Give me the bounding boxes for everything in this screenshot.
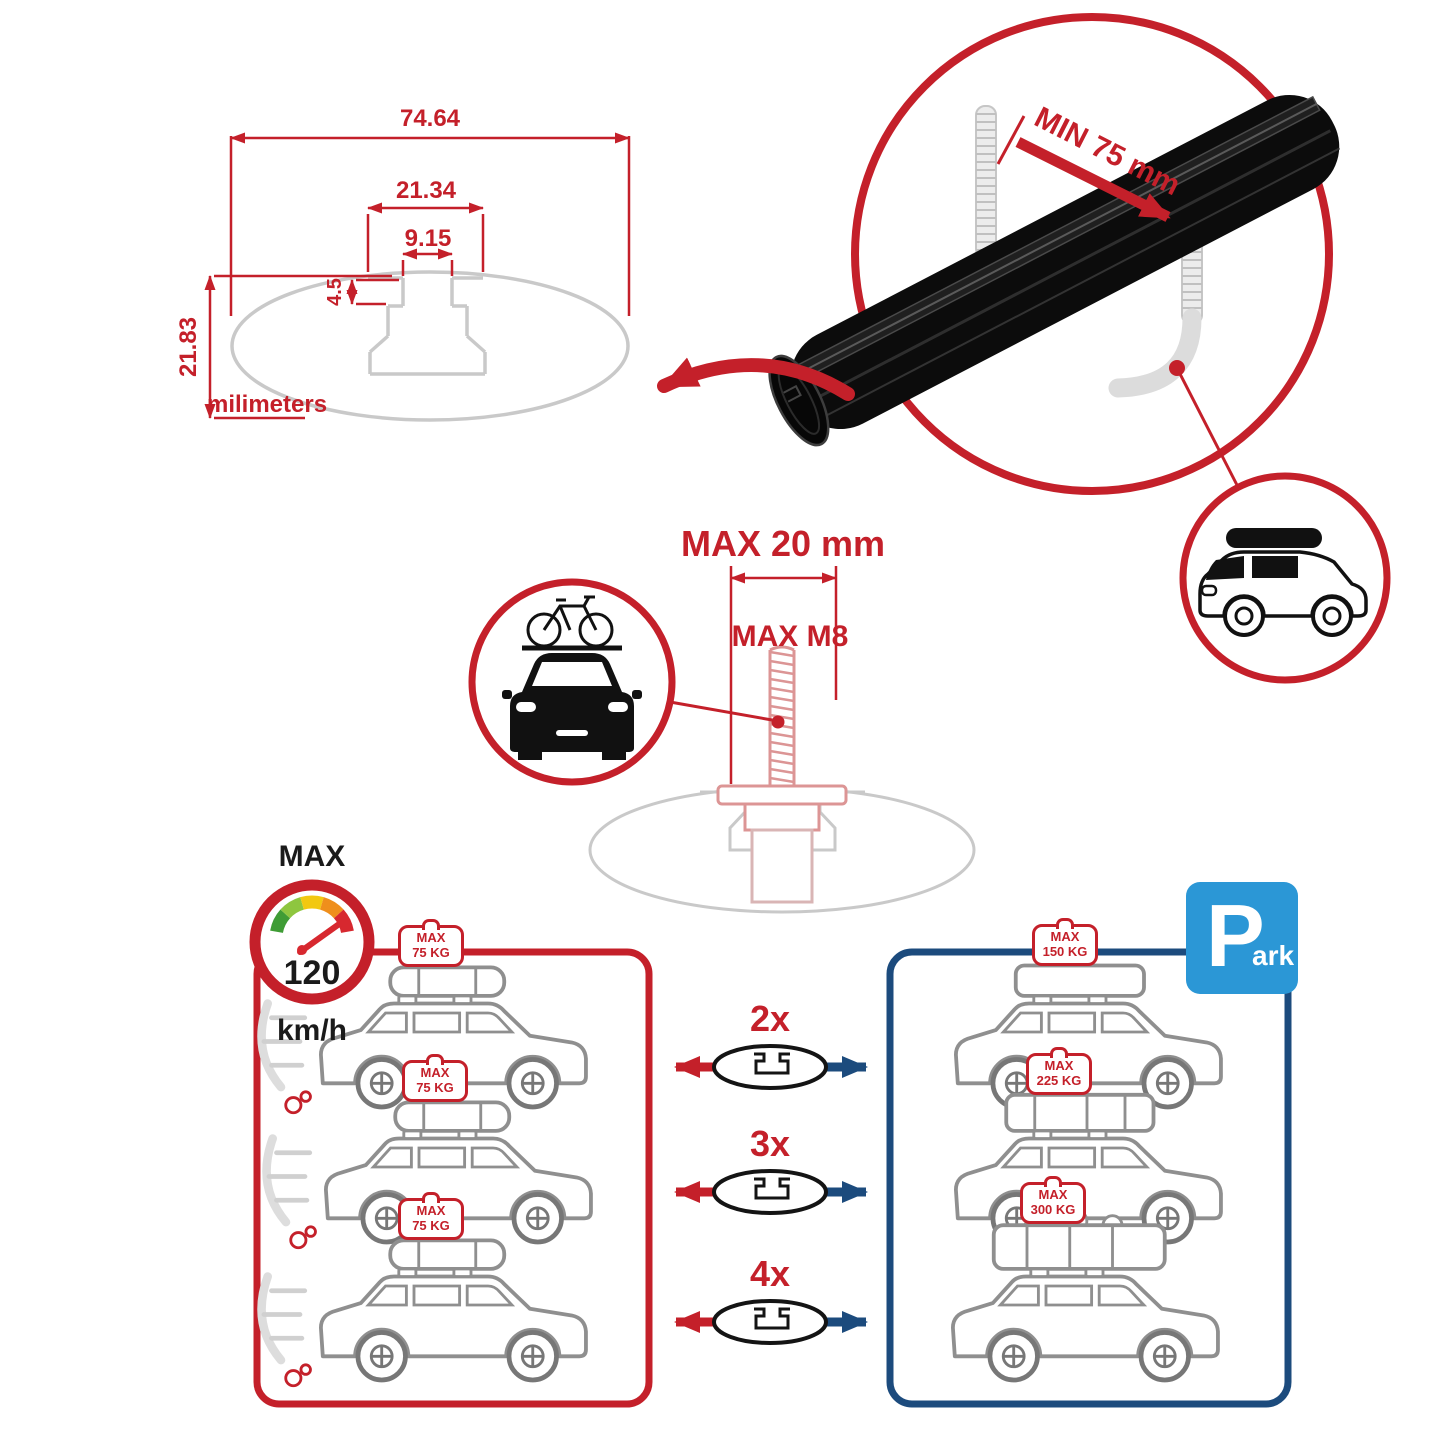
load-tag: MAX 75 KG — [402, 1060, 468, 1102]
crossbar-end-cap — [768, 354, 830, 447]
load-tag-kg: 150 KG — [1042, 943, 1088, 959]
roofbox-suv-badge — [1179, 472, 1391, 684]
load-tag-max: MAX — [416, 930, 446, 945]
t-slot-profile — [368, 276, 487, 376]
units-label: milimeters — [207, 391, 327, 418]
capacity-comparison: 2x 3x 4x MAX — [249, 840, 1292, 1408]
load-tag-max: MAX — [416, 1203, 446, 1218]
load-tag-max: MAX — [1050, 929, 1080, 944]
load-tag: MAX 150 KG — [1032, 924, 1098, 966]
driving-car-row — [262, 1100, 591, 1250]
dim-total-height: 21.83 — [175, 317, 202, 377]
bolt-max-thread-label: MAX M8 — [732, 620, 849, 653]
park-sign: P ark — [1186, 882, 1298, 994]
crossbar-render — [768, 94, 1341, 447]
speed-gauge: MAX 120 km/h — [249, 840, 375, 1047]
zoom-out-arrow — [657, 357, 855, 401]
multiplier-label: 2x — [750, 998, 790, 1039]
driving-car-row — [257, 965, 586, 1115]
min-arrow-tail-tick — [996, 115, 1026, 165]
driving-car-row — [257, 1238, 586, 1388]
load-tag: MAX 225 KG — [1026, 1053, 1092, 1095]
leader-line — [1175, 367, 1240, 488]
bolt-leader-dot — [771, 715, 785, 729]
load-tag-kg: 75 KG — [412, 944, 450, 960]
park-sign-suffix: ark — [1252, 940, 1295, 971]
bolt-max-length-label: MAX 20 mm — [681, 523, 885, 564]
crossbar-profile-icon — [712, 1044, 828, 1090]
dimension-lines — [204, 132, 631, 420]
gauge-arc-segments — [270, 895, 354, 934]
load-tag-max: MAX — [1038, 1187, 1068, 1202]
gauge-needle — [297, 919, 345, 955]
multiplier-label: 3x — [750, 1123, 790, 1164]
gauge-pivot — [297, 945, 307, 955]
headlight — [1200, 584, 1218, 597]
min-clearance-arrow — [1015, 137, 1171, 222]
bolt-leader-line — [669, 700, 773, 722]
speed-unit: km/h — [277, 1014, 347, 1047]
dim-channel-width: 21.34 — [396, 177, 457, 204]
load-tag-max: MAX — [420, 1065, 450, 1080]
load-tag-max: MAX — [1044, 1058, 1074, 1073]
park-sign-letter: P — [1206, 886, 1265, 985]
crossbar-count-row: 2x — [674, 998, 868, 1090]
roof-box-icon — [1226, 528, 1322, 548]
load-tag: MAX 75 KG — [398, 925, 464, 967]
dim-lip-depth: 4.5 — [324, 278, 346, 306]
load-tag: MAX 300 KG — [1020, 1182, 1086, 1224]
crossbar-closeup: MIN 75 mm — [768, 13, 1341, 495]
bike-car-badge — [468, 578, 676, 786]
t-bolt — [716, 645, 848, 904]
speed-value: 120 — [284, 954, 341, 992]
profile-ellipse — [230, 270, 630, 422]
load-tag: MAX 75 KG — [398, 1198, 464, 1240]
crossbar-count-row: 4x — [674, 1253, 868, 1345]
dim-total-width: 74.64 — [400, 105, 461, 132]
dimension-diagram: 74.64 21.34 9.15 4.5 21.83 milimeters — [175, 105, 631, 422]
crossbar-profile-icon — [712, 1299, 828, 1345]
load-tag-kg: 225 KG — [1036, 1072, 1082, 1088]
bolt-dimension-lines — [729, 566, 838, 784]
speed-max-label: MAX — [279, 840, 346, 873]
dim-slot-width: 9.15 — [405, 225, 452, 252]
load-tag-kg: 75 KG — [416, 1079, 454, 1095]
multiplier-label: 4x — [750, 1253, 790, 1294]
crossbar-profile-icon — [712, 1169, 828, 1215]
load-tag-kg: 300 KG — [1030, 1201, 1076, 1217]
load-tag-kg: 75 KG — [412, 1217, 450, 1233]
crossbar-count-row: 3x — [674, 1123, 868, 1215]
bolt-diagram: MAX 20 mm MAX M8 — [588, 523, 976, 914]
